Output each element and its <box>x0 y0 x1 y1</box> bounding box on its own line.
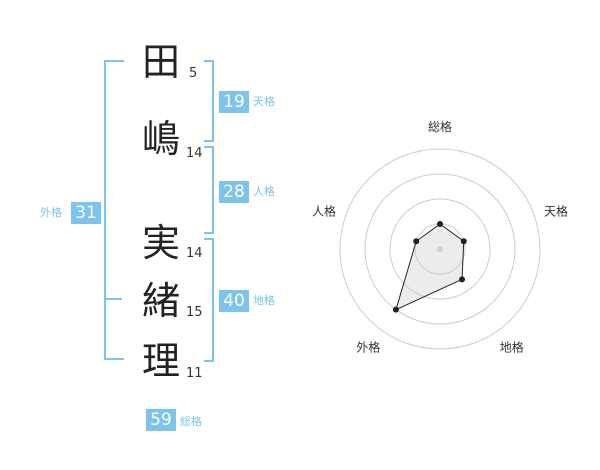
chikaku-bracket <box>204 238 214 362</box>
name-char-4: 緒 <box>142 279 181 323</box>
name-char-5: 理 <box>142 339 181 383</box>
radar-axis-label-4: 外格 <box>356 340 380 355</box>
stroke-count-2: 14 <box>186 146 203 161</box>
stroke-count-1: 5 <box>189 66 198 81</box>
stroke-count-5: 11 <box>186 366 203 381</box>
radar-point-1 <box>437 221 443 227</box>
jinkaku-value: 28 <box>219 181 249 203</box>
radar-axis-label-2: 天格 <box>544 203 568 218</box>
radar-ring-4 <box>339 148 541 350</box>
stroke-count-4: 15 <box>186 305 203 320</box>
soukaku-value: 59 <box>146 409 176 431</box>
radar-point-3 <box>459 276 466 283</box>
name-char-1: 田 <box>142 40 181 84</box>
name-char-3: 実 <box>142 221 181 265</box>
gaikaku-value: 31 <box>71 202 101 224</box>
chikaku-label: 地格 <box>253 294 275 307</box>
tenkaku-value: 19 <box>219 91 249 113</box>
radar-ring-2 <box>389 198 491 300</box>
gaikaku-bracket-tick <box>104 298 122 300</box>
gaikaku-bracket <box>104 60 124 360</box>
radar-point-5 <box>413 238 420 245</box>
radar-center-dot <box>437 246 443 252</box>
gaikaku-label: 外格 <box>40 206 62 219</box>
name-char-2: 嶋 <box>142 117 181 161</box>
radar-ring-3 <box>364 173 516 325</box>
jinkaku-label: 人格 <box>253 185 275 198</box>
radar-point-2 <box>460 238 467 245</box>
radar-point-4 <box>392 306 399 313</box>
radar-axis-label-1: 総格 <box>428 119 452 134</box>
soukaku-label: 総格 <box>180 415 202 428</box>
tenkaku-label: 天格 <box>253 95 275 108</box>
tenkaku-bracket <box>204 60 214 142</box>
chikaku-value: 40 <box>219 290 249 312</box>
radar-axis-label-3: 地格 <box>500 340 524 355</box>
radar-axis-label-5: 人格 <box>312 203 336 218</box>
stroke-count-3: 14 <box>186 246 203 261</box>
jinkaku-bracket <box>204 146 214 234</box>
radar-data-polygon <box>395 223 465 311</box>
radar-data-points <box>392 221 467 313</box>
